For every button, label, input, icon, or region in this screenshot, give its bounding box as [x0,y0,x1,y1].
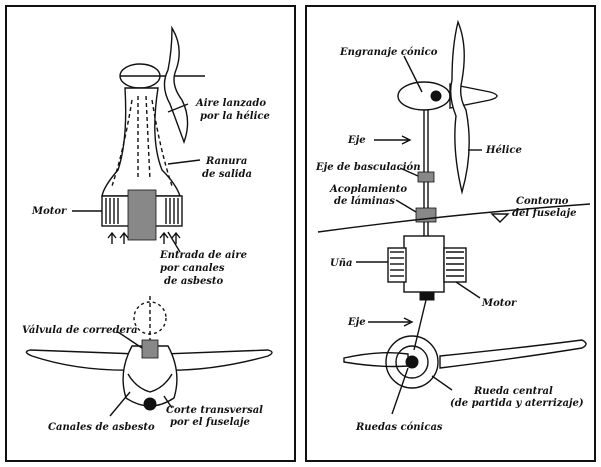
shaft2-arrow [368,317,414,327]
inlet-leader [167,231,181,253]
asbestos-channels [127,373,173,393]
label-inlet-2: por canales [160,263,225,274]
label-air: Aire lanzado [195,98,266,109]
conic-leader [391,367,409,415]
label-section: Corte transversal [166,405,263,416]
conical-wheels [405,355,419,369]
wing-right-right-panel [439,339,587,369]
cylinder-fins [390,251,464,277]
motor-leader-right [455,281,481,299]
label-contour: Contorno [516,196,569,207]
coupling-leader [395,199,417,213]
airflow-line-4 [151,99,173,187]
label-motor-left: Motor [31,206,67,217]
engine-center [403,235,445,293]
engine-sump [419,291,435,301]
engine-crankcase [127,189,157,241]
label-shaft-2: Eje [347,317,366,328]
label-contour-2: del fuselaje [512,208,576,219]
propeller-blade-right [449,19,470,195]
fuselage-contour [317,203,591,233]
channels-leader [109,391,131,417]
label-coupling-2: de láminas [334,196,395,207]
label-inlet-3: de asbesto [164,276,224,287]
propeller-blade [163,25,189,145]
left-panel-frame [5,5,296,462]
cylinder-right [443,247,467,283]
right-panel-frame [305,5,596,462]
drive-train-diagram [317,19,591,415]
pivot-leader [399,167,419,177]
label-shaft: Eje [347,135,366,146]
slide-valve [141,339,159,359]
air-flow-diagram [72,25,205,253]
left-wing [25,349,141,371]
inlet-arrows [107,231,181,244]
label-pivot: Eje de basculación [315,162,421,173]
lower-shaft [413,299,427,351]
label-inlet: Entrada de aire [159,250,247,261]
label-air-2: por la hélice [200,111,270,122]
label-channels: Canales de asbesto [48,422,155,433]
label-slot-2: de salida [202,169,252,180]
pivot-shaft [417,171,435,183]
label-slot: Ranura [205,156,247,167]
gear-leader [403,55,423,93]
label-coupling: Acoplamiento [329,184,407,195]
bevel-gear [430,90,442,102]
engine-fins [105,198,179,224]
bevel-gear-housing [397,81,451,111]
wheel-leader [431,375,453,391]
central-wheel-rim [395,345,429,379]
label-section-2: por el fuselaje [170,417,250,428]
air-leader [167,103,189,113]
section-leader [163,395,173,409]
label-propeller: Hélice [485,145,522,156]
slot-leader [167,159,201,165]
cross-section-diagram [25,296,273,417]
right-wing [159,349,273,371]
label-wheel-2: (de partida y aterrizaje) [450,398,584,409]
label-valve: Válvula de corredera [22,325,138,336]
gear-hub [143,397,157,411]
shaft-arrow [374,135,412,145]
label-wheel: Rueda central [473,386,553,397]
label-claw: Uña [330,258,352,269]
airflow-line-3 [111,99,133,187]
valve-leader [117,331,143,349]
label-conic: Ruedas cónicas [355,422,443,433]
engine-cowling [101,87,181,197]
central-wheel [385,335,439,389]
label-gear: Engranaje cónico [339,47,438,58]
airflow-line-2 [145,95,151,181]
label-motor-right: Motor [481,298,517,309]
cylinder-left [387,247,407,283]
contour-marker [490,213,510,223]
